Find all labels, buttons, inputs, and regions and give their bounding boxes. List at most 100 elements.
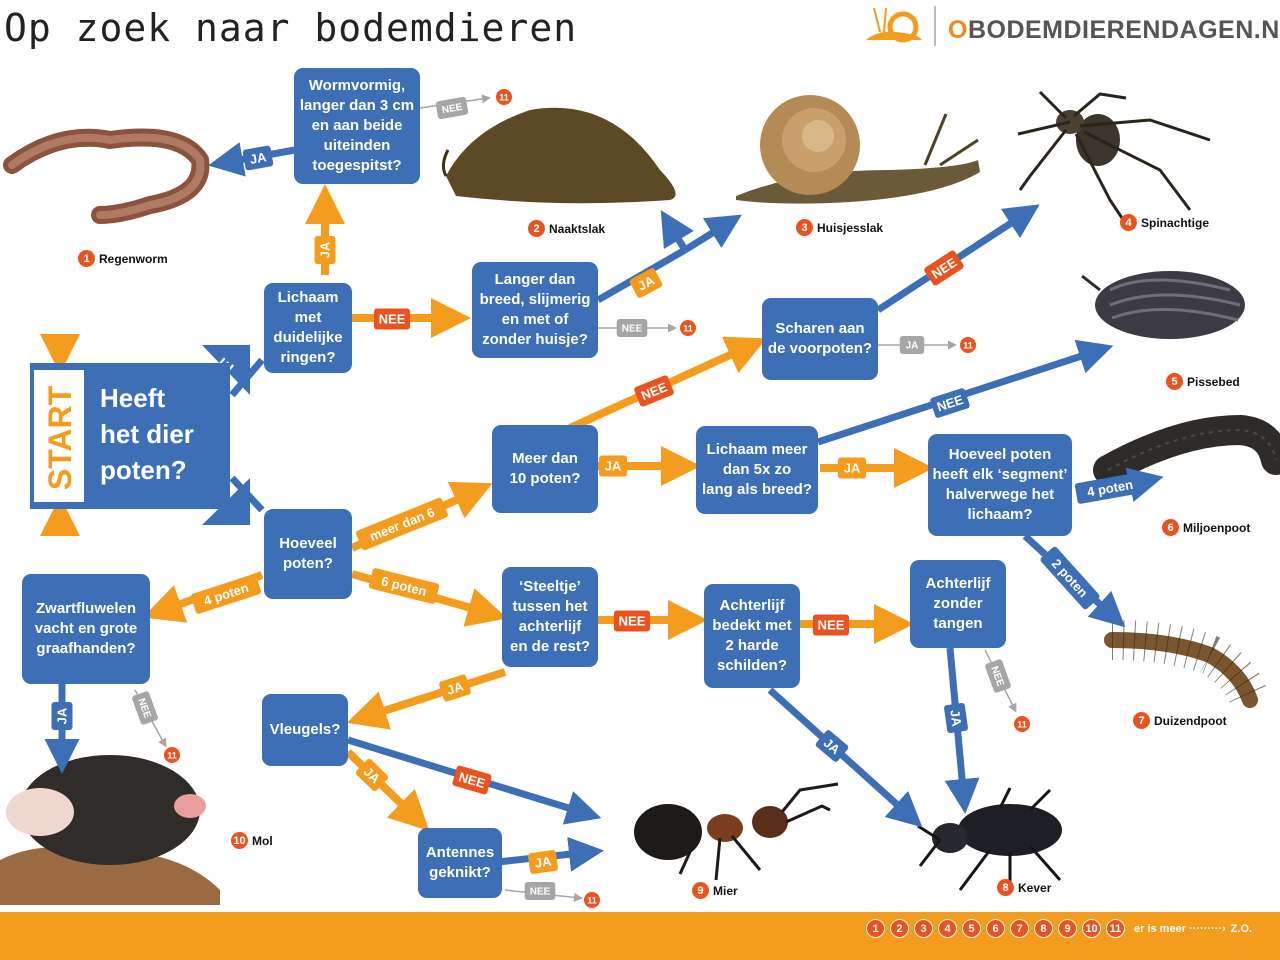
arrow-tag-ja-22: JA <box>528 850 558 874</box>
animal-name: Duizendpoot <box>1154 713 1227 728</box>
goto-11-marker-1: 11 <box>496 89 512 105</box>
arrow-tag-text: JA <box>605 459 622 474</box>
animal-name: Pissebed <box>1187 374 1240 389</box>
svg-text:11: 11 <box>683 324 693 334</box>
animal-label-naaktslak: 2 Naaktslak <box>528 220 605 237</box>
arrow-tag-text: NEE <box>457 769 487 791</box>
arrow-tag-bg <box>634 375 674 407</box>
arrow-tag-bg <box>930 388 970 418</box>
goto-11-marker-3: 11 <box>960 337 976 353</box>
question-segment-line-2: heeft elk ‘segment’ <box>932 466 1068 483</box>
arrow-tag-bg <box>452 765 492 795</box>
arrow-tag-text: NEE <box>818 618 845 633</box>
animal-name: Huisjesslak <box>817 220 884 235</box>
footer-more-text: er is meer ·········› <box>1134 922 1226 935</box>
animal-name: Naaktslak <box>549 221 606 236</box>
question-ringen-line-4: ringen? <box>280 349 336 366</box>
animal-number-badge: 4 <box>1120 214 1137 231</box>
slug-image <box>441 107 676 204</box>
footer-number-8[interactable]: 8 <box>1034 919 1053 938</box>
start-label: START <box>41 385 78 491</box>
footer-number-9[interactable]: 9 <box>1058 919 1077 938</box>
arrow-tag-bg <box>132 691 158 725</box>
question-lichaam5x-line-2: dan 5x zo <box>722 461 792 478</box>
arrow-tag-text: JA <box>445 678 466 698</box>
question-hoeveel-line-1: Hoeveel <box>279 535 337 552</box>
arrow-tag-bg <box>435 96 469 120</box>
arrow-tag-meer6-11: meer dan 6 <box>356 497 448 551</box>
arrow-tag-bg <box>190 574 262 614</box>
question-schilden-line-3: 2 harde <box>725 637 779 654</box>
footer-number-6[interactable]: 6 <box>986 919 1005 938</box>
arrow-tag-text: JA <box>249 149 269 167</box>
question-schilden-line-4: schilden? <box>716 657 787 674</box>
question-slijmerig-line-3: en met of <box>501 311 569 328</box>
footer-number-7[interactable]: 7 <box>1010 919 1029 938</box>
animal-number-badge: 10 <box>231 832 248 849</box>
animal-name: Kever <box>1018 880 1052 895</box>
question-segment-line-1: Hoeveel poten <box>948 446 1052 463</box>
question-ringen-line-1: Lichaam <box>277 289 339 306</box>
question-vleugels: Vleugels? <box>262 694 348 766</box>
goto-11-marker-2: 11 <box>680 320 696 336</box>
arrow-tag-nee-24: NEE <box>616 319 648 337</box>
arrow-tag-poten6-13: 6 poten <box>368 568 440 604</box>
question-segment-line-4: lichaam? <box>967 506 1033 523</box>
question-tangen-line-2: zonder <box>933 595 983 612</box>
arrow-tag-nee-26: NEE <box>132 691 158 725</box>
arrow-tag-bg <box>528 850 558 874</box>
animal-number-badge: 3 <box>796 219 813 236</box>
animal-number-badge: 8 <box>997 879 1014 896</box>
arrow-tag-poten2-10: 2 poten <box>1040 546 1100 610</box>
question-zwart-line-1: Zwartfluwelen <box>35 600 136 617</box>
brand-name[interactable]: OBODEMDIERENDAGEN.NL <box>948 16 1280 45</box>
arrow-tag-ja-18: JA <box>815 730 849 762</box>
question-schilden-line-1: Achterlijf <box>719 597 785 614</box>
footer-number-1[interactable]: 1 <box>866 919 885 938</box>
question-scharen-line-1: Scharen aan <box>775 320 865 337</box>
goto-11-marker-6: 11 <box>584 892 600 908</box>
arrow-tag-text: NEE <box>441 102 463 116</box>
arrow-tag-bg <box>355 758 389 792</box>
arrow-tag-bg <box>51 701 73 731</box>
footer-zo-text[interactable]: Z.O. <box>1230 922 1253 935</box>
arrow-tag-nee-20: NEE <box>452 765 492 795</box>
arrow-tag-bg <box>616 319 648 337</box>
arrow-tag-bg <box>985 659 1011 693</box>
animal-name: Mier <box>713 883 738 898</box>
question-steeltje-line-1: ‘Steeltje’ <box>519 578 581 595</box>
footer-number-3[interactable]: 3 <box>914 919 933 938</box>
footer-number-2[interactable]: 2 <box>890 919 909 938</box>
animal-number-badge: 2 <box>528 220 545 237</box>
svg-text:11: 11 <box>1017 720 1027 730</box>
page-title: Op zoek naar bodemdieren <box>4 6 578 50</box>
start-tab <box>34 370 84 502</box>
arrow-tag-bg <box>629 268 663 298</box>
brand-rest: BODEMDIERENDAGEN.NL <box>967 16 1280 44</box>
question-slijmerig-line-2: breed, slijmerig <box>479 291 591 308</box>
arrow-tag-text: NEE <box>619 614 646 629</box>
svg-text:11: 11 <box>499 93 509 103</box>
footer-number-5[interactable]: 5 <box>962 919 981 938</box>
footer-number-4[interactable]: 4 <box>938 919 957 938</box>
footer-number-10[interactable]: 10 <box>1082 919 1101 938</box>
animal-name: Regenworm <box>99 251 168 266</box>
arrow-tag-bg <box>242 145 274 171</box>
centipede-image <box>1104 620 1269 708</box>
arrow-tag-ja-21: JA <box>355 758 389 792</box>
footer-number-11[interactable]: 11 <box>1106 919 1125 938</box>
arrow-tag-text: NEE <box>379 312 406 327</box>
arrow-tag-nee-27: NEE <box>985 659 1011 693</box>
arrow-tag-bg <box>944 703 968 733</box>
question-tangen-line-3: tangen <box>933 615 983 632</box>
question-wormvormig-line-1: Wormvormig, <box>308 77 406 94</box>
earthworm-image <box>3 128 210 224</box>
spider-image <box>1017 90 1211 225</box>
